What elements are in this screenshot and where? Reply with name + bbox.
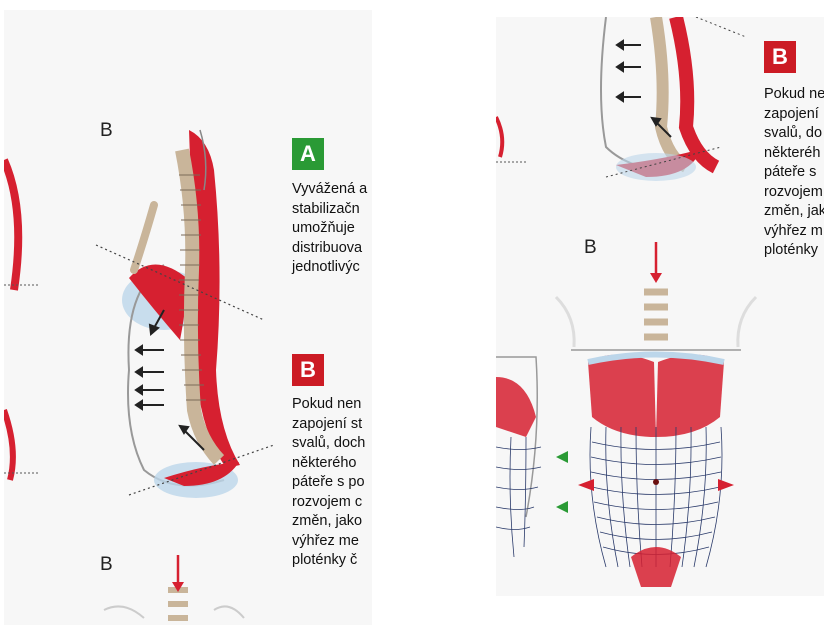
text-b-line: svalů, doch xyxy=(292,435,365,451)
text-a-line: Vyvážená a xyxy=(292,181,367,197)
text-b-line: svalů, do xyxy=(764,125,822,141)
right-illustration-panel: B B Pokud ne zapojení svalů, do některéh… xyxy=(496,17,824,596)
badge-b: B xyxy=(292,354,324,386)
text-b-line: některého xyxy=(292,455,357,471)
text-b-line: ploténky xyxy=(764,242,818,258)
text-b-line: Pokud ne xyxy=(764,86,824,102)
badge-b: B xyxy=(764,41,796,73)
text-b-line: výhřez me xyxy=(292,533,359,549)
text-b-line: zapojení st xyxy=(292,416,362,432)
text-b-line: zapojení xyxy=(764,106,819,122)
figure-label-b-bottom: B xyxy=(100,554,113,576)
text-b-line: ploténky č xyxy=(292,552,357,568)
text-a-line: jednotlivýc xyxy=(292,259,360,275)
text-a-line: umožňuje xyxy=(292,220,355,236)
text-b-line: Pokud nen xyxy=(292,396,361,412)
left-illustration-panel: B B A Vyvážená a stabilizačn umožňuje di… xyxy=(4,10,372,625)
text-b-line: rozvojem c xyxy=(292,494,362,510)
text-b-line: rozvojem xyxy=(764,184,823,200)
text-b-line: změn, jak xyxy=(764,203,824,219)
text-b-block: Pokud nen zapojení st svalů, doch někter… xyxy=(292,395,365,571)
text-b-line: páteře s po xyxy=(292,474,365,490)
text-a-block: Vyvážená a stabilizačn umožňuje distribu… xyxy=(292,180,367,278)
text-b-block: Pokud ne zapojení svalů, do některéh pát… xyxy=(764,85,824,261)
text-a-line: stabilizačn xyxy=(292,201,360,217)
figure-label-b: B xyxy=(584,237,597,259)
text-b-line: některéh xyxy=(764,145,820,161)
text-a-line: distribuova xyxy=(292,240,362,256)
figure-label-b-top: B xyxy=(100,120,113,142)
badge-a: A xyxy=(292,138,324,170)
text-b-line: výhřez m xyxy=(764,223,823,239)
text-b-line: změn, jako xyxy=(292,513,362,529)
text-b-line: páteře s xyxy=(764,164,816,180)
